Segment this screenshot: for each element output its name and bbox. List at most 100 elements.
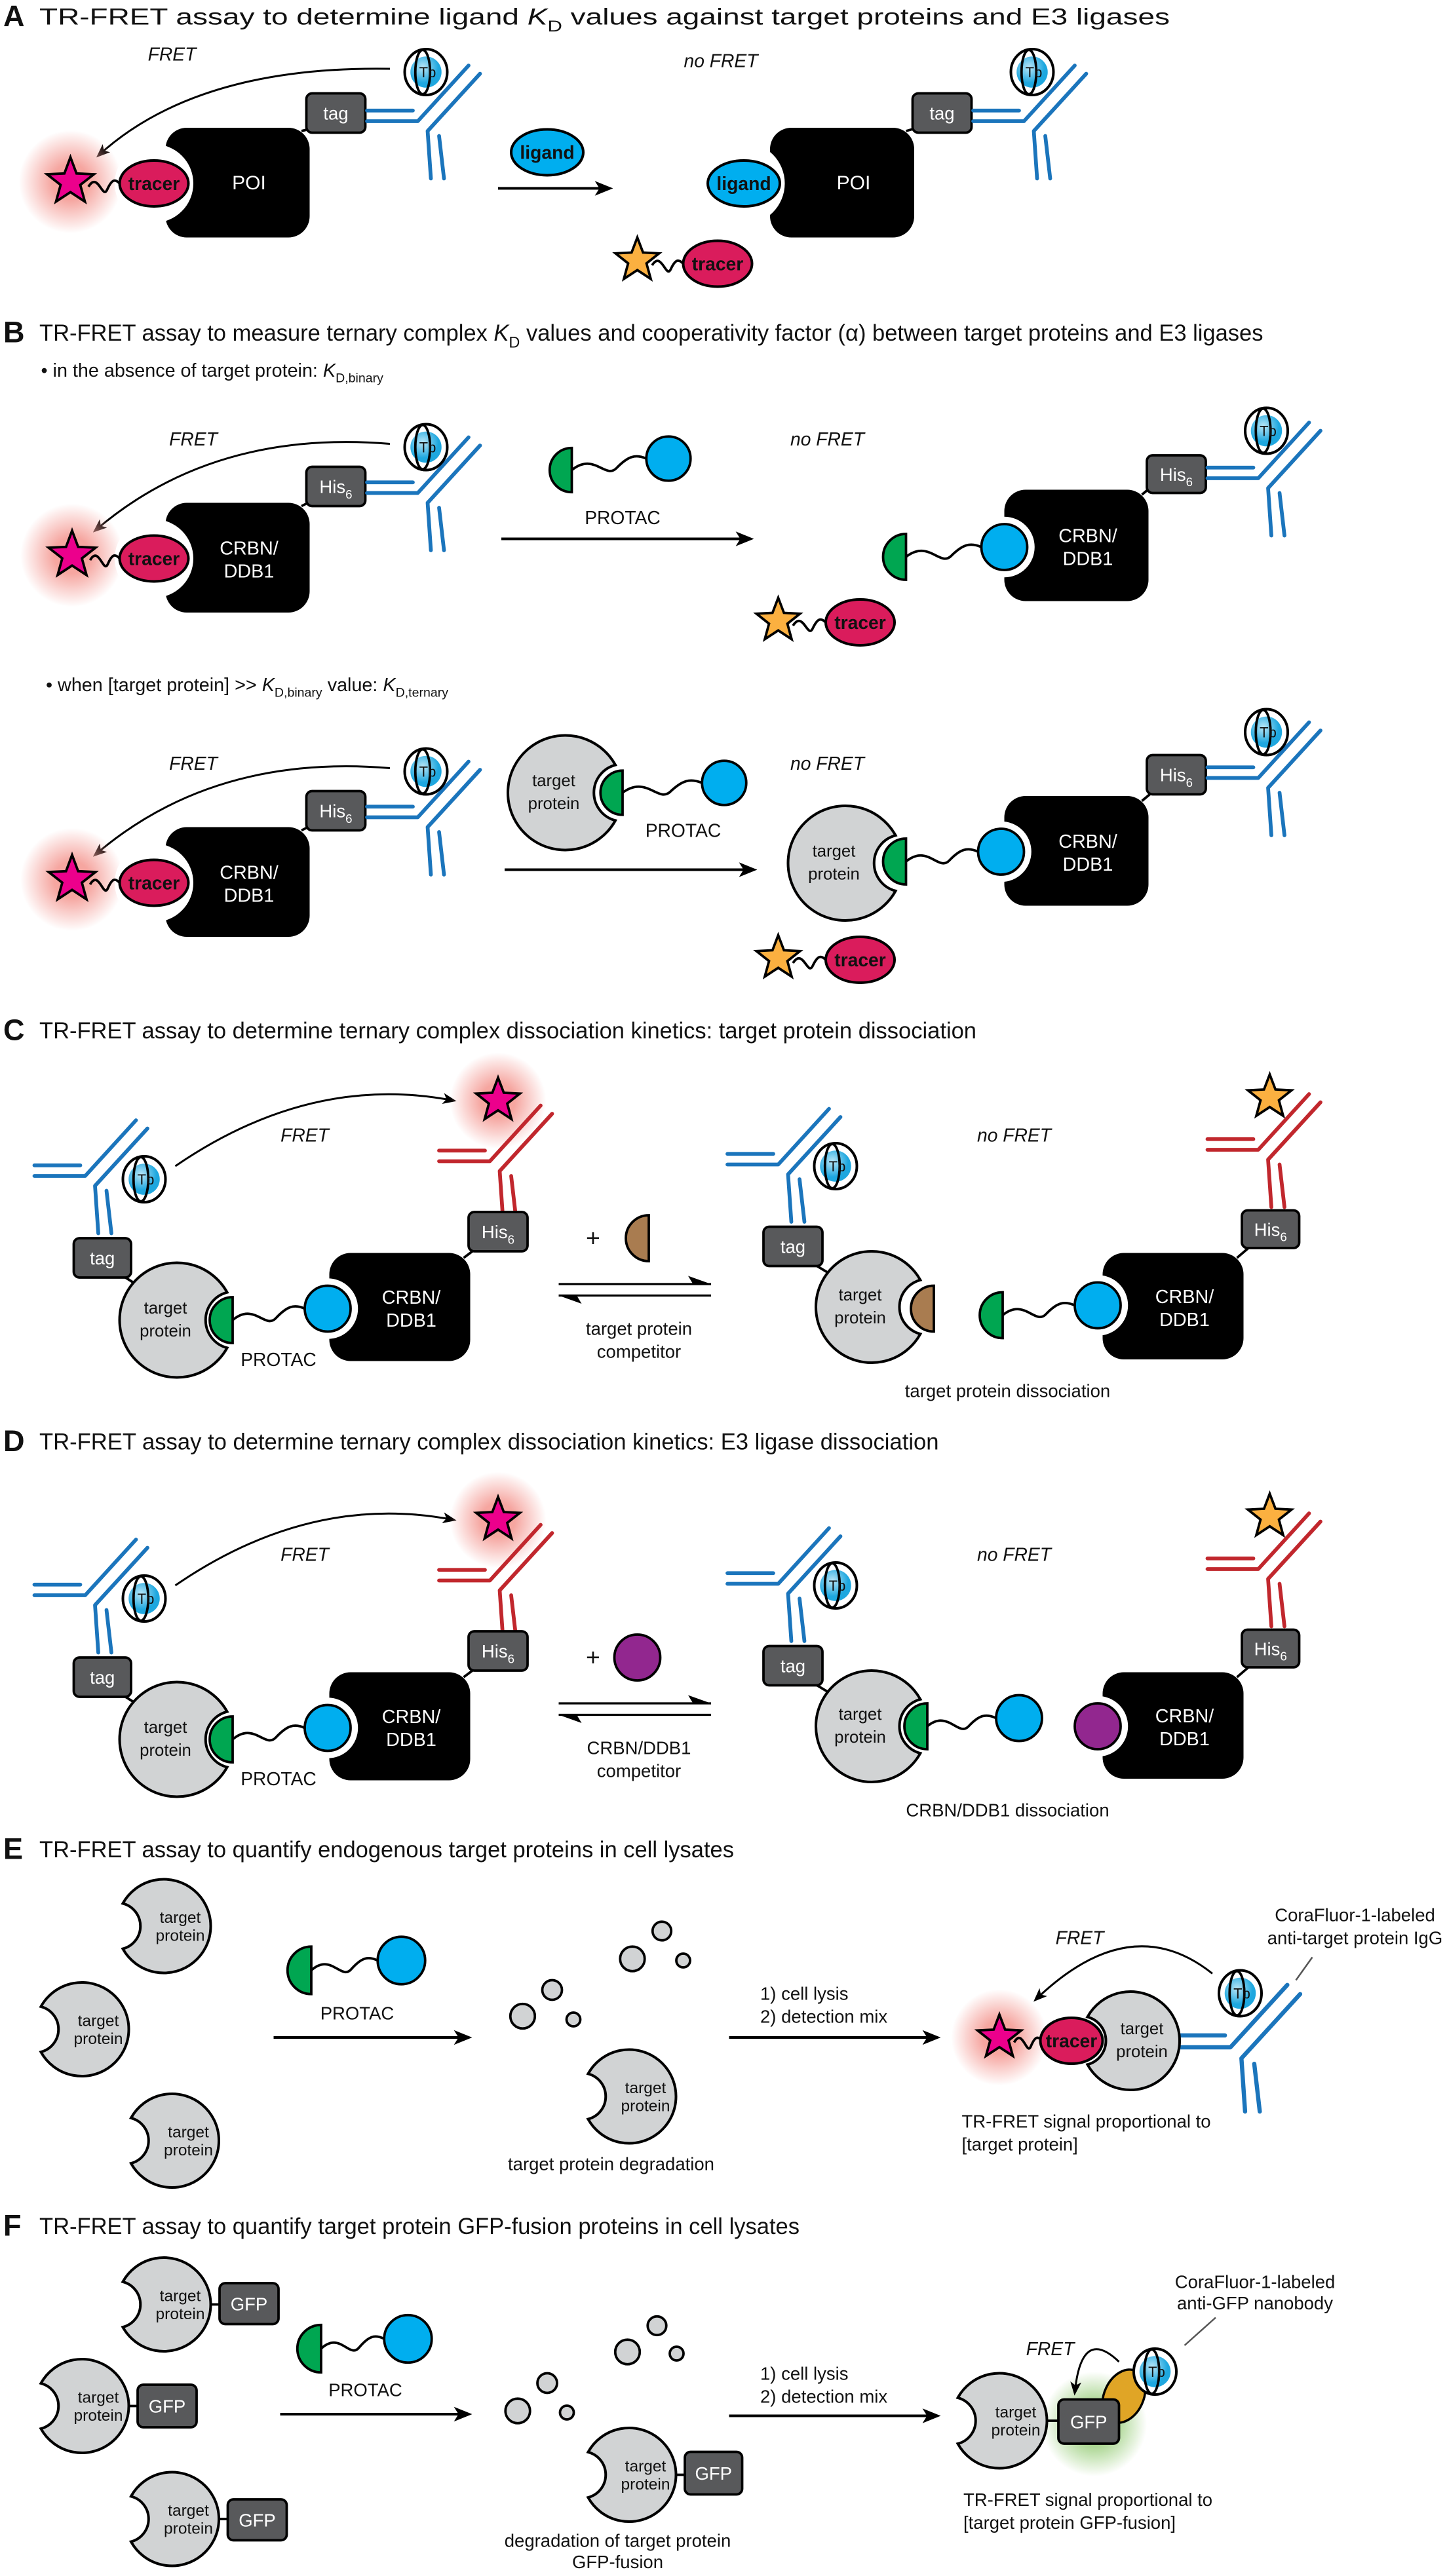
- antibody-chain: [786, 1115, 843, 1224]
- text-span: K: [262, 675, 276, 696]
- antibody-chain: [798, 1177, 807, 1224]
- subscript: D: [509, 334, 520, 352]
- terbium-core: [820, 1570, 851, 1601]
- antibody-chain: [1032, 71, 1089, 181]
- fluorophore-star-icon: [974, 2011, 1025, 2059]
- protac-warhead-icon: [978, 1291, 1004, 1340]
- terbium-ring: [1020, 48, 1038, 96]
- panel-title: TR-FRET assay to quantify endogenous tar…: [39, 1837, 734, 1863]
- subscript: 6: [1186, 776, 1193, 789]
- terbium-text: Tb: [1260, 725, 1277, 741]
- antibody-chain: [437, 1103, 543, 1164]
- protein-label: DDB1: [1063, 549, 1113, 570]
- protac-e3-ligand-icon: [1073, 1281, 1122, 1330]
- antibody-chain: [1205, 720, 1311, 780]
- fluorophore-star-icon: [1244, 1070, 1295, 1119]
- panel-title: TR-FRET assay to quantify target protein…: [39, 2214, 800, 2239]
- linker: [1013, 2036, 1043, 2050]
- terbium-ring: [1254, 407, 1272, 455]
- target-protein: [39, 1981, 130, 2077]
- terbium-core: [820, 1150, 851, 1182]
- tag-label: GFP: [149, 2396, 186, 2417]
- panel-letter: E: [3, 1832, 23, 1865]
- tag-box: [911, 92, 973, 134]
- protac-warhead-icon: [208, 1296, 234, 1344]
- degradation-label: GFP-fusion: [572, 2552, 663, 2572]
- subscript: 6: [508, 1232, 514, 1246]
- antibody-chain: [798, 1597, 807, 1643]
- protein-label: DDB1: [1063, 854, 1113, 875]
- target-protein-label: protein: [992, 2421, 1041, 2439]
- protac-label: PROTAC: [585, 507, 661, 528]
- antibody-chain: [104, 1188, 113, 1236]
- signal-label: [target protein]: [962, 2134, 1078, 2155]
- target-protein: [815, 1669, 923, 1783]
- protac-e3-ligand-icon: [995, 1694, 1043, 1743]
- degraded-fragment-icon: [504, 2397, 531, 2425]
- degraded-fragment-icon: [651, 1920, 673, 1942]
- text-span: TR-FRET assay to quantify endogenous tar…: [39, 1837, 734, 1863]
- gfp-tag: [684, 2450, 744, 2496]
- connector: [1236, 1247, 1250, 1259]
- gfp-tag: [136, 2383, 198, 2429]
- tag-box: [72, 1237, 132, 1279]
- terbium-ring: [823, 1562, 841, 1609]
- text-span: values and cooperativity factor (α) betw…: [520, 320, 1263, 346]
- linker: [231, 1305, 305, 1323]
- tag-label: GFP: [1070, 2412, 1108, 2432]
- his6-tag: [1146, 454, 1207, 495]
- antibody-icon: [32, 1118, 149, 1236]
- terbium-core: [410, 56, 442, 88]
- result-label: target protein dissociation: [905, 1381, 1110, 1401]
- target-protein-label: target: [625, 2079, 666, 2097]
- antibody-icon: [1205, 720, 1322, 837]
- competitor-label: CRBN/DDB1: [587, 1738, 691, 1758]
- protein-label: DDB1: [224, 885, 275, 906]
- crbn-ddb1-block: [165, 502, 310, 613]
- target-protein-label: target: [168, 2123, 209, 2141]
- terbium-text: Tb: [1148, 2364, 1165, 2380]
- antibody-chain: [437, 134, 446, 181]
- antibody-chain: [1266, 1519, 1322, 1629]
- fluorophore-star-icon: [473, 1074, 524, 1122]
- antibody-chain: [437, 830, 446, 877]
- text-span: TR-FRET assay to measure ternary complex: [39, 320, 493, 346]
- tag-label: GFP: [695, 2463, 732, 2484]
- linker: [926, 1714, 997, 1730]
- subscript: D,binary: [275, 686, 322, 700]
- connector: [1236, 1666, 1250, 1678]
- target-protein-label: target: [839, 1286, 882, 1304]
- protein-label: CRBN/: [1058, 831, 1117, 852]
- tracer: [118, 534, 190, 583]
- protein-label: CRBN/: [1155, 1287, 1214, 1308]
- linker: [87, 179, 121, 193]
- ligand-label: ligand: [520, 142, 574, 162]
- tag-box: [762, 1644, 824, 1687]
- protac-label: PROTAC: [320, 2003, 395, 2024]
- terbium-text: Tb: [419, 764, 436, 780]
- protac-warhead-icon: [599, 769, 624, 816]
- signal-label: [target protein GFP-fusion]: [963, 2512, 1176, 2533]
- protac-warhead-icon: [881, 533, 908, 581]
- antibody-chain: [32, 1538, 138, 1597]
- text-span: • in the absence of target protein:: [41, 360, 323, 381]
- protac-label: PROTAC: [241, 1349, 317, 1370]
- text-span: TR-FRET assay to determine ternary compl…: [39, 1018, 976, 1044]
- terbium-ring: [132, 1575, 150, 1622]
- terbium-label-icon: Tb: [1243, 708, 1289, 757]
- panel-title: TR-FRET assay to measure ternary complex…: [39, 320, 1264, 352]
- tag-label: tag: [323, 104, 348, 124]
- protein-label: DDB1: [1159, 1729, 1210, 1750]
- terbium-label-icon: Tb: [1132, 2347, 1178, 2396]
- target-protein: [507, 734, 618, 852]
- crbn-ddb1-competitor-icon: [613, 1633, 662, 1682]
- terbium-ring: [414, 423, 432, 471]
- target-protein-label: target: [625, 2457, 666, 2475]
- tag-label: tag: [90, 1667, 115, 1688]
- protein-label: DDB1: [386, 1310, 436, 1331]
- panel-title: TR-FRET assay to determine ternary compl…: [39, 1018, 976, 1044]
- antibody-chain: [971, 64, 1077, 123]
- terbium-text: Tb: [1233, 1985, 1250, 2001]
- target-protein: [121, 1878, 212, 1975]
- target-protein-label: protein: [621, 2476, 670, 2493]
